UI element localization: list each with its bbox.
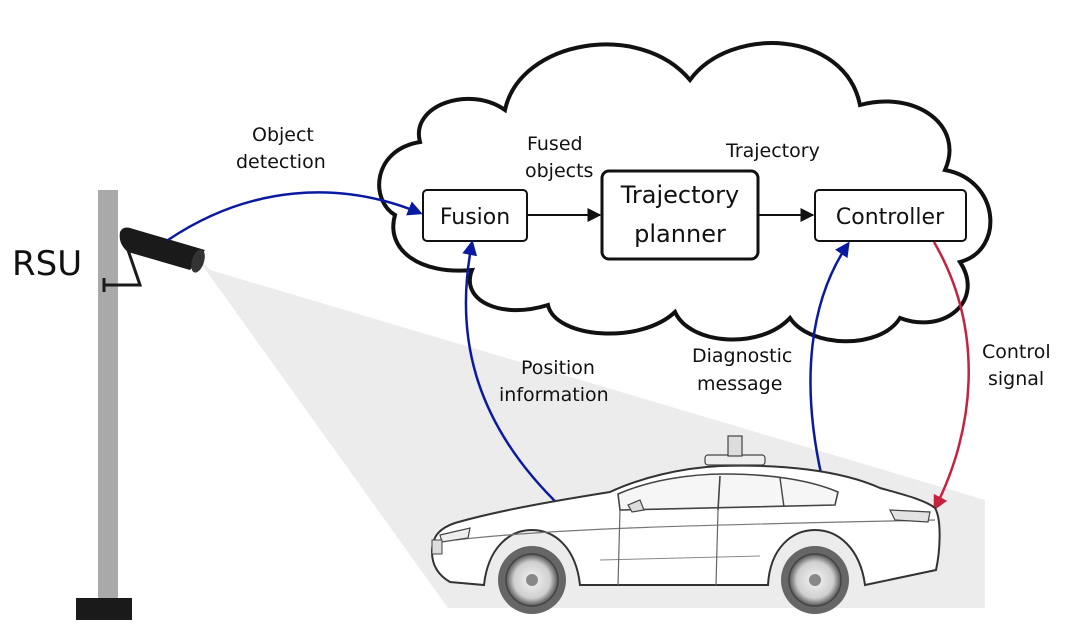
rsu-pole bbox=[98, 190, 118, 600]
fused-objects-label-line2: objects bbox=[525, 160, 593, 182]
position-information-label-line2: information bbox=[499, 384, 609, 406]
object-detection-label-line1: Object bbox=[252, 124, 314, 146]
planner-label-line1: Trajectory bbox=[620, 181, 740, 209]
trajectory-planner-box: Trajectory planner bbox=[600, 169, 760, 261]
fusion-box: Fusion bbox=[422, 189, 528, 242]
control-signal-label-line1: Control bbox=[982, 341, 1051, 363]
fused-objects-label-line1: Fused bbox=[527, 133, 583, 155]
object-detection-arrow bbox=[167, 191, 423, 242]
planner-label-line2: planner bbox=[634, 220, 726, 248]
car-illustration bbox=[430, 435, 941, 614]
diagnostic-message-label-line2: message bbox=[697, 373, 782, 395]
diagnostic-message-arrow bbox=[809, 241, 850, 479]
controller-box: Controller bbox=[814, 189, 967, 242]
diagnostic-message-label-line1: Diagnostic bbox=[692, 345, 792, 367]
object-detection-label-line2: detection bbox=[236, 151, 326, 173]
controller-label: Controller bbox=[836, 205, 945, 230]
rear-wheel bbox=[781, 546, 849, 614]
rsu-label: RSU bbox=[12, 244, 82, 284]
front-wheel bbox=[498, 546, 566, 614]
fusion-label: Fusion bbox=[440, 205, 510, 230]
camera-mount bbox=[102, 249, 143, 292]
camera-icon bbox=[119, 227, 205, 273]
rsu-base bbox=[76, 598, 132, 620]
position-information-arrow bbox=[462, 240, 563, 509]
position-information-label-line1: Position bbox=[521, 357, 595, 379]
control-signal-arrow bbox=[932, 241, 970, 511]
trajectory-edge-label: Trajectory bbox=[725, 140, 820, 162]
control-signal-label-line2: signal bbox=[988, 368, 1044, 390]
